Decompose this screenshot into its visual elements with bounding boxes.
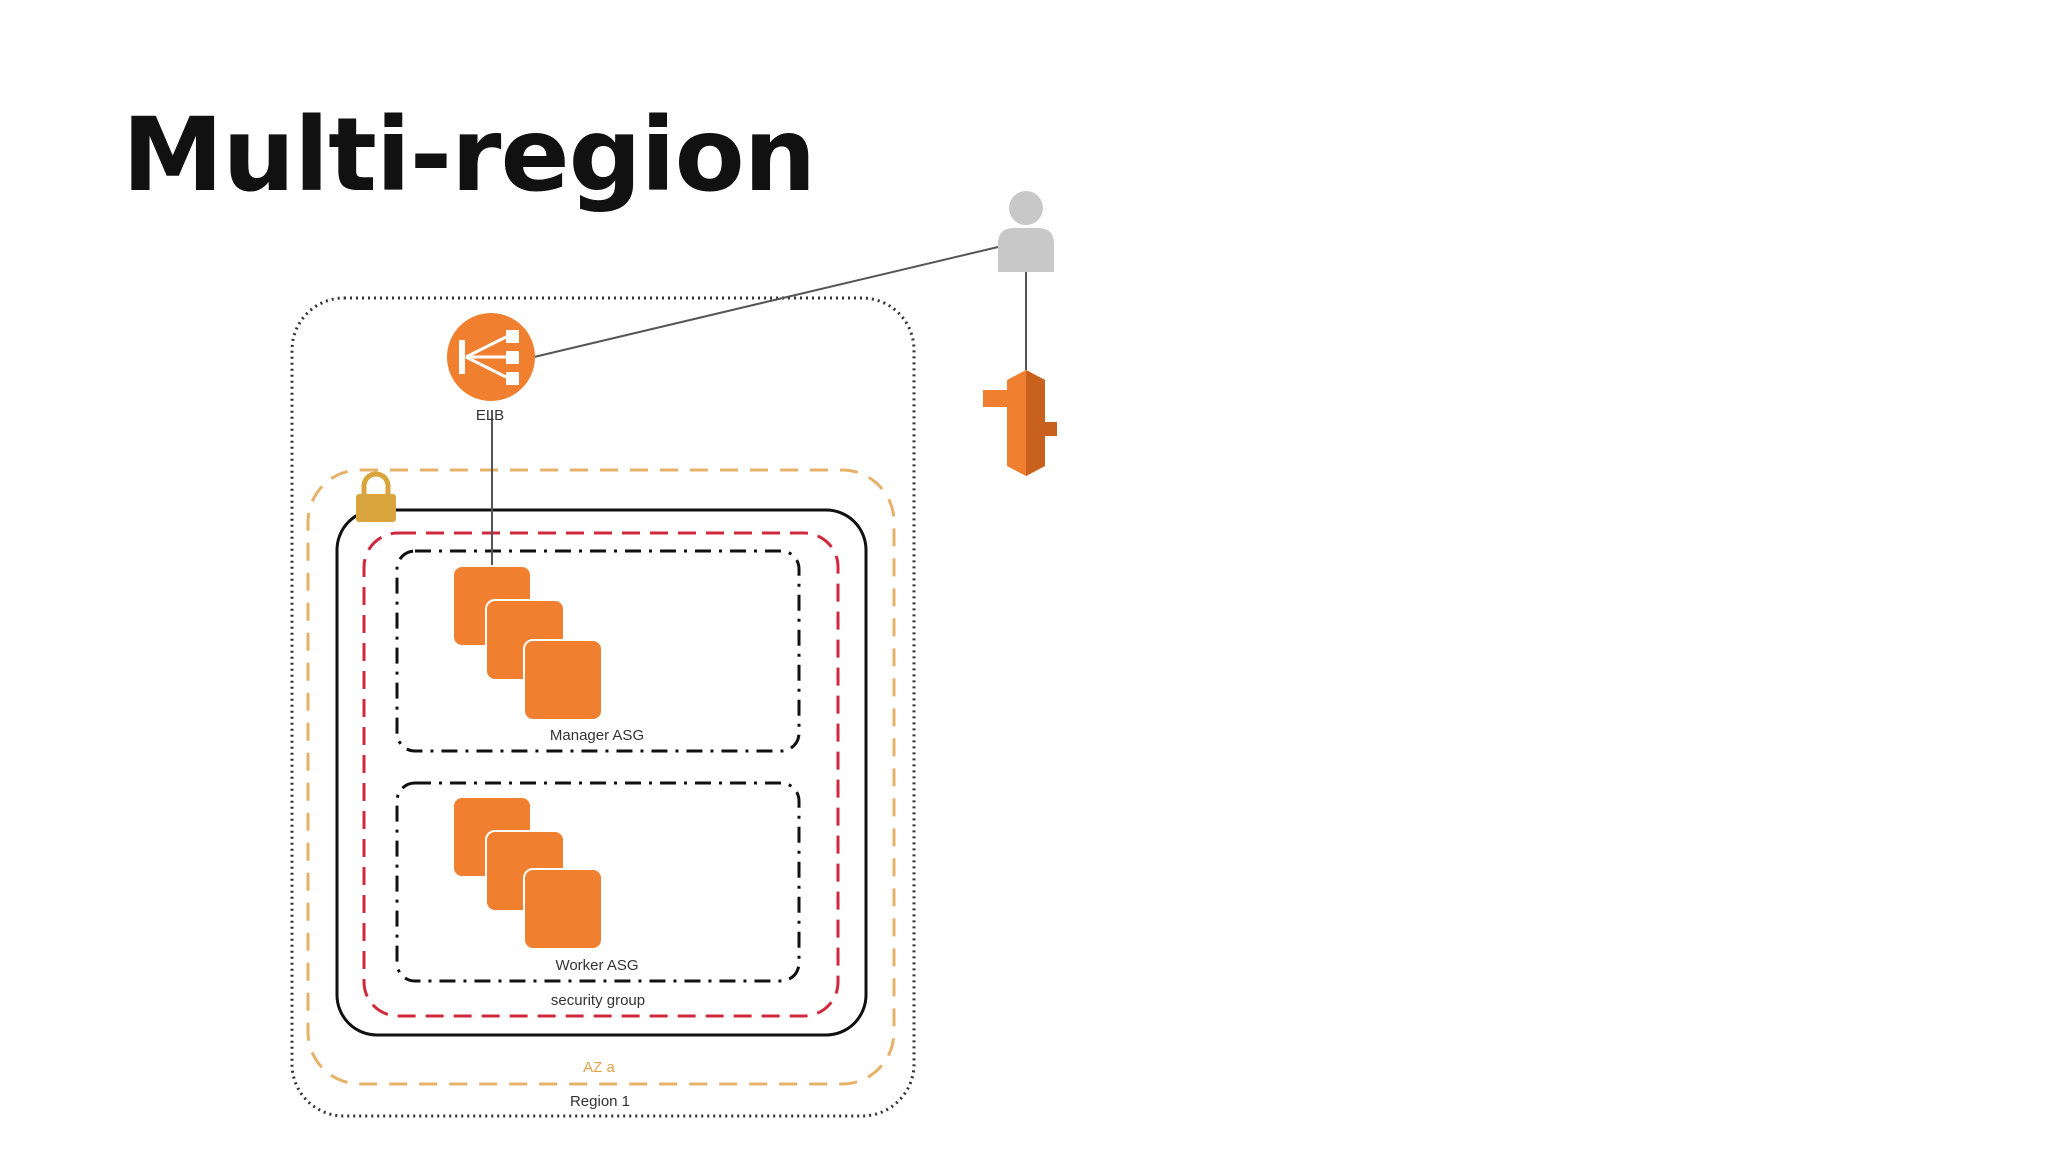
region-label: Region 1 — [570, 1093, 630, 1110]
route53-icon — [983, 370, 1057, 476]
region-boundary — [290, 296, 916, 1118]
elb-label: ELB — [476, 407, 504, 424]
user-icon — [998, 191, 1054, 272]
user-to-elb-connector — [533, 246, 999, 358]
security-group-boundary — [362, 531, 840, 1018]
manager-asg-boundary — [395, 549, 801, 753]
slide-title: Multi-region — [122, 96, 816, 215]
manager-asg-label: Manager ASG — [550, 727, 644, 744]
manager-instances-icon — [452, 565, 603, 721]
az-label: AZ a — [583, 1059, 615, 1076]
worker-asg-label: Worker ASG — [555, 957, 638, 974]
az-boundary — [306, 468, 896, 1086]
lock-icon — [356, 471, 396, 522]
elb-icon — [447, 313, 535, 401]
worker-asg-boundary — [395, 781, 801, 983]
worker-instances-icon — [452, 796, 603, 950]
vpc-boundary — [335, 508, 868, 1037]
security-group-label: security group — [551, 992, 645, 1009]
